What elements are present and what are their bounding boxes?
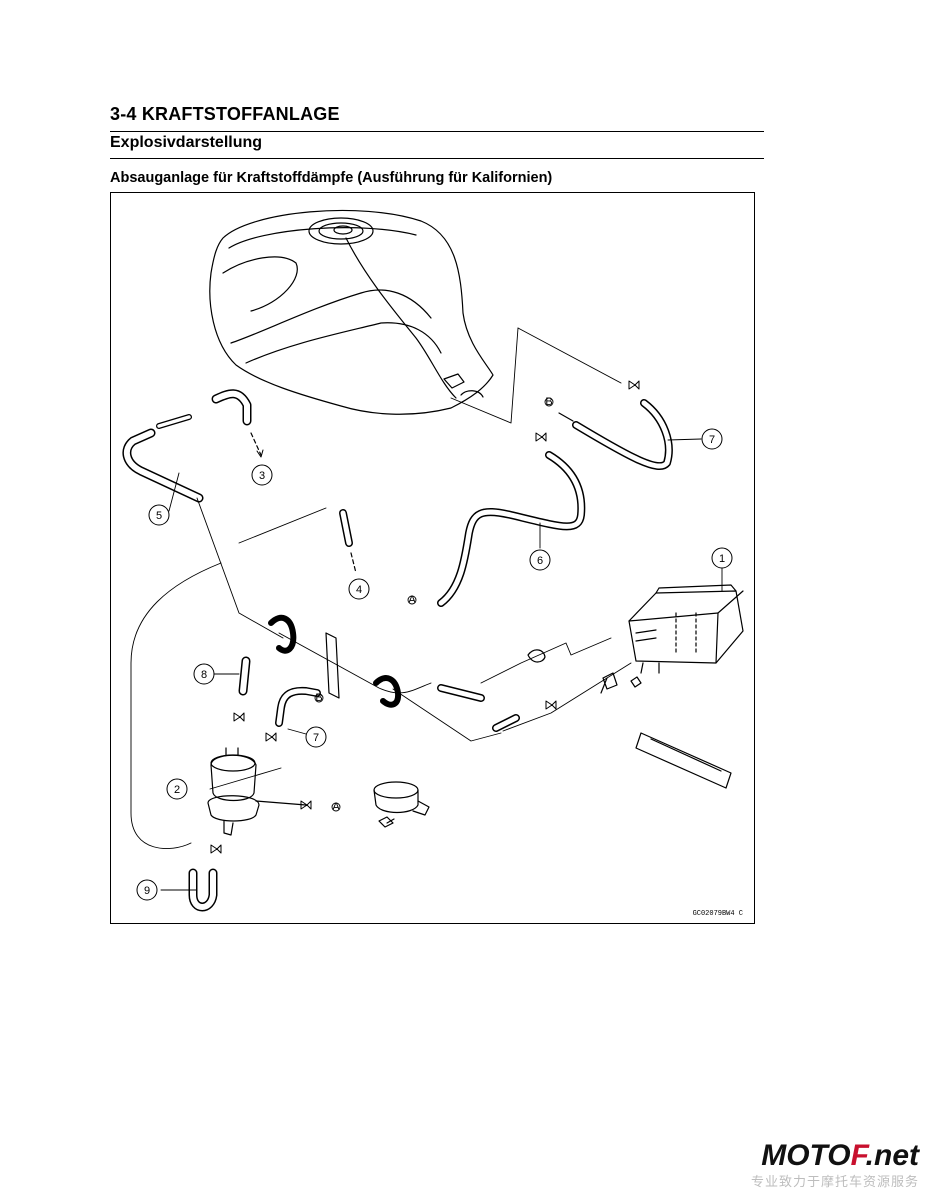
canister-fitting [602,672,618,690]
svg-text:5: 5 [156,510,162,522]
connector-markers [314,397,554,812]
figure-code: GC02079BW4 C [693,910,743,918]
fuel-filter-2 [207,747,307,836]
hose-6 [437,451,586,607]
svg-text:9: 9 [144,885,150,897]
callout-3: 3 [251,464,273,486]
svg-text:A: A [408,594,416,606]
canister-strap [635,732,732,789]
callout-5: 5 [148,504,170,526]
connector-labels: B A B A [315,396,552,813]
callout-4: 4 [348,578,370,600]
watermark-slogan: 专业致力于摩托车资源服务 [750,1175,919,1190]
callout-7-upper: 7 [701,428,723,450]
callout-9: 9 [136,879,158,901]
svg-text:B: B [545,396,552,408]
canister-1 [628,584,744,674]
svg-text:1: 1 [719,553,725,565]
figure-caption: Absauganlage für Kraftstoffdämpfe (Ausfü… [110,170,553,186]
section-title: 3-4 KRAFTSTOFFANLAGE [110,104,340,124]
svg-text:7: 7 [313,732,319,744]
callout-6: 6 [529,549,551,571]
svg-text:7: 7 [709,434,715,446]
bracket-clamp [373,781,430,828]
hose-7-lower [275,686,321,727]
hose-5 [122,428,327,849]
fuel-tank [209,209,494,415]
exploded-view-figure: B A B A 1 2 3 4 5 6 7 7 8 9 GC02079BW4 C [110,192,755,924]
svg-text:8: 8 [201,669,207,681]
svg-text:3: 3 [259,470,265,482]
hose-9 [188,868,218,912]
hose-7-upper [558,399,673,471]
svg-text:4: 4 [356,584,362,596]
section-rule-top [110,131,764,132]
watermark: MOTOF.net 专业致力于摩托车资源服务 [750,1139,919,1191]
hose-3 [156,389,264,458]
exploded-view-drawing: B A B A 1 2 3 4 5 6 7 7 8 9 GC02079BW4 C [122,209,744,918]
svg-text:B: B [315,692,322,704]
watermark-logo: MOTOF.net [761,1139,919,1172]
callout-1: 1 [711,547,733,569]
callout-7-lower: 7 [305,726,327,748]
subsection-title: Explosivdarstellung [110,134,263,151]
callout-2: 2 [166,778,188,800]
svg-text:6: 6 [537,555,543,567]
callout-8: 8 [193,663,215,685]
section-rule-bottom [110,158,764,159]
vapor-line [268,614,632,742]
part-callouts: 1 2 3 4 5 6 7 7 8 9 [136,428,733,901]
svg-text:A: A [332,801,340,813]
svg-text:2: 2 [174,784,180,796]
